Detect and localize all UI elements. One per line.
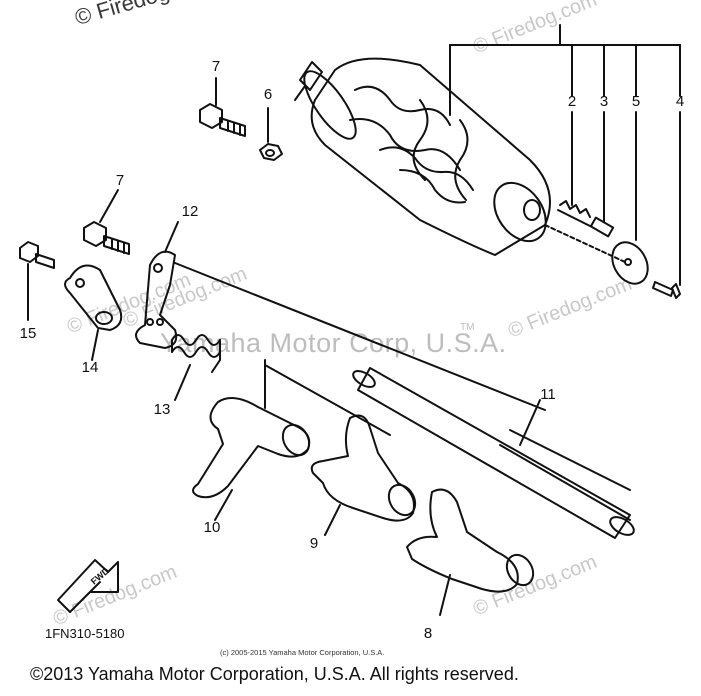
callout-4: 4 [675,93,685,110]
spring-icon [557,200,591,227]
fwd-arrow-icon [57,559,119,613]
diagram-code: 1FN310-5180 [45,626,125,641]
callout-11: 11 [540,386,556,403]
shift-fork-icon [192,397,311,499]
bolt-icon [199,103,246,137]
fwd-label: FWD [89,565,112,586]
callout-7-left: 7 [115,172,125,189]
stopper-lever-icon [64,264,123,331]
callout-7-top: 7 [211,58,221,75]
shift-fork-icon [310,414,417,522]
nut-icon [259,143,283,161]
callout-9: 9 [309,535,319,552]
bolt-icon [19,241,55,269]
coil-spring-icon [171,334,221,373]
screw-icon [652,281,681,299]
callout-14: 14 [81,359,99,376]
shift-lever-icon [135,250,178,349]
pin-icon [589,216,615,238]
callout-bracket-1 [449,24,681,286]
callout-5: 5 [631,93,641,110]
bolt-icon [83,221,130,255]
callout-15: 15 [19,325,37,342]
trademark-mark: TM [460,322,475,333]
callout-3: 3 [599,93,609,110]
callout-2: 2 [567,93,577,110]
callout-8: 8 [423,625,433,642]
shift-fork-icon [406,488,535,593]
callout-10: 10 [203,519,221,536]
footer-copyright: ©2013 Yamaha Motor Corporation, U.S.A. A… [30,664,519,684]
stopper-plate-icon [611,241,649,285]
shift-fork-guide-bar-icon [352,367,635,539]
callout-6: 6 [263,86,273,103]
callout-12: 12 [181,203,199,220]
callout-13: 13 [153,401,171,418]
shift-drum-icon [294,57,551,256]
small-copyright: (c) 2005-2015 Yamaha Motor Corporation, … [220,648,385,657]
